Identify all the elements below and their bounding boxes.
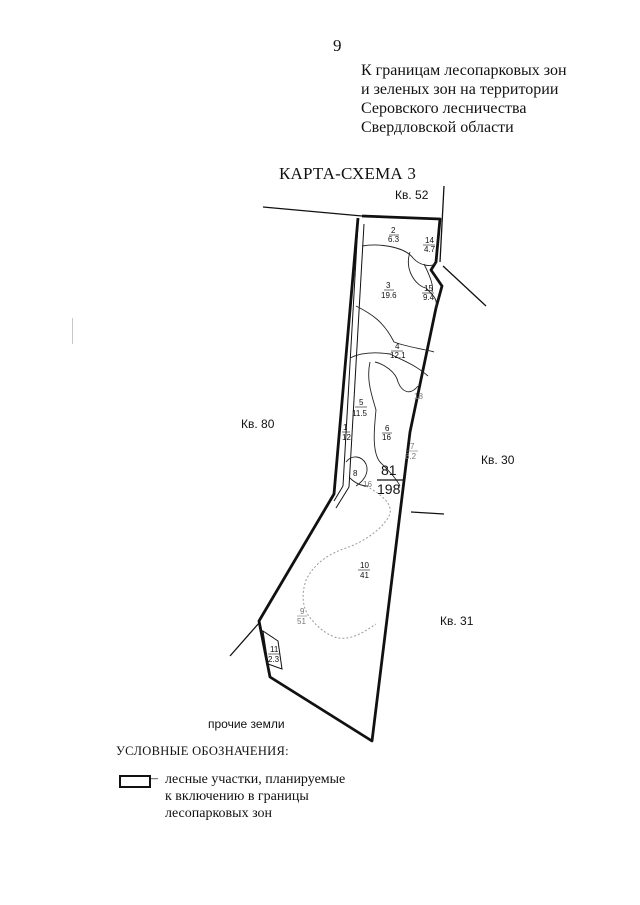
page-number: 9 [333, 36, 342, 55]
map-title: КАРТА-СХЕМА 3 [279, 164, 417, 183]
plot-area: 16 [382, 433, 391, 442]
plot-10-boundary [302, 485, 391, 639]
document-header: К границам лесопарковых зон и зеленых зо… [361, 61, 567, 137]
plot-label-2: 2 6.3 [388, 226, 400, 244]
scan-artifact [72, 318, 73, 344]
plot-boundaries [345, 244, 438, 487]
plot-area: 2.3 [268, 655, 280, 664]
plot-label-7: 7 6.2 [405, 442, 418, 461]
quarter-label-kv31: Кв. 31 [440, 614, 474, 628]
plot-number: 10 [360, 561, 369, 570]
legend-swatch-forest-plots [119, 775, 151, 788]
plot-label-1: 1 12 [342, 423, 351, 442]
plot-area: 9.4 [423, 293, 435, 302]
plot-number: 5 [359, 398, 364, 407]
plot-label-18: 18 [414, 392, 423, 401]
header-line: Серовского лесничества [361, 100, 527, 117]
plot-number: 14 [425, 236, 434, 245]
boundary-kv52-kv80 [262, 206, 363, 217]
plot-label-5: 5 11.5 [352, 398, 368, 418]
plot-number: 15 [424, 284, 433, 293]
plot-label-14: 14 4.7 [423, 236, 436, 254]
header-line: Свердловской области [361, 119, 514, 136]
quarter-81-outline [257, 214, 444, 743]
boundary-kv80-other [229, 622, 260, 657]
plot-area: 6.2 [405, 452, 417, 461]
plot-number: 6 [385, 424, 390, 433]
plot-area: 12.1 [390, 351, 406, 360]
quarter-81-area: 198 [377, 481, 401, 497]
other-lands-label: прочие земли [208, 717, 285, 731]
legend-description: лесные участки, планируемые к включению … [165, 771, 345, 822]
legend-line: к включению в границы [165, 789, 309, 804]
plot-labels: 2 6.3 14 4.7 3 19.6 15 9.4 4 12.1 5 11.5 [268, 226, 436, 664]
quarter-81-label: 81 198 [377, 462, 403, 497]
plot-number: 11 [270, 645, 279, 654]
plot-area: 19.6 [381, 291, 397, 300]
plot-area: 6.3 [388, 235, 400, 244]
plot-area: 11.5 [352, 409, 368, 418]
quarter-boundaries [229, 185, 487, 657]
plot-label-10: 10 41 [358, 561, 370, 580]
plot-1-strip [333, 223, 365, 509]
quarter-81-number: 81 [381, 462, 397, 478]
quarter-label-kv30: Кв. 30 [481, 453, 515, 467]
boundary-kv52-kv30 [439, 185, 445, 263]
plot-label-15: 15 9.4 [422, 284, 435, 302]
header-line: К границам лесопарковых зон [361, 62, 567, 79]
plot-area: 12 [342, 433, 351, 442]
plot-number: 2 [391, 226, 396, 235]
legend-dash: – [151, 771, 158, 786]
legend-title: УСЛОВНЫЕ ОБОЗНАЧЕНИЯ: [116, 744, 289, 758]
plot-label-3: 3 19.6 [381, 281, 397, 300]
plot-number: 9 [300, 607, 305, 616]
plot-label-9: 9 51 [297, 607, 307, 626]
plot-label-8: 8 [353, 469, 358, 478]
plot-label-6: 6 16 [382, 424, 392, 442]
quarter-label-kv52: Кв. 52 [395, 188, 429, 202]
boundary-kv30-kv31 [410, 511, 445, 515]
plot-number: 4 [395, 342, 400, 351]
plot-label-4: 4 12.1 [390, 342, 406, 360]
plot-number: 3 [386, 281, 391, 290]
header-line: и зеленых зон на территории [361, 81, 559, 98]
plot-area: 4.7 [424, 245, 436, 254]
plot-area: 51 [297, 617, 306, 626]
plot-label-11: 11 2.3 [268, 645, 280, 664]
legend-line: лесопарковых зон [165, 806, 273, 821]
plot-11-strip [262, 629, 283, 670]
boundary-kv30-east [442, 265, 487, 307]
plot-number: 1 [343, 423, 348, 432]
legend-line: лесные участки, планируемые [165, 772, 346, 787]
plot-label-16: 16 [363, 480, 372, 489]
plot-number: 7 [410, 442, 415, 451]
quarter-label-kv80: Кв. 80 [241, 417, 275, 431]
plot-area: 41 [360, 571, 369, 580]
